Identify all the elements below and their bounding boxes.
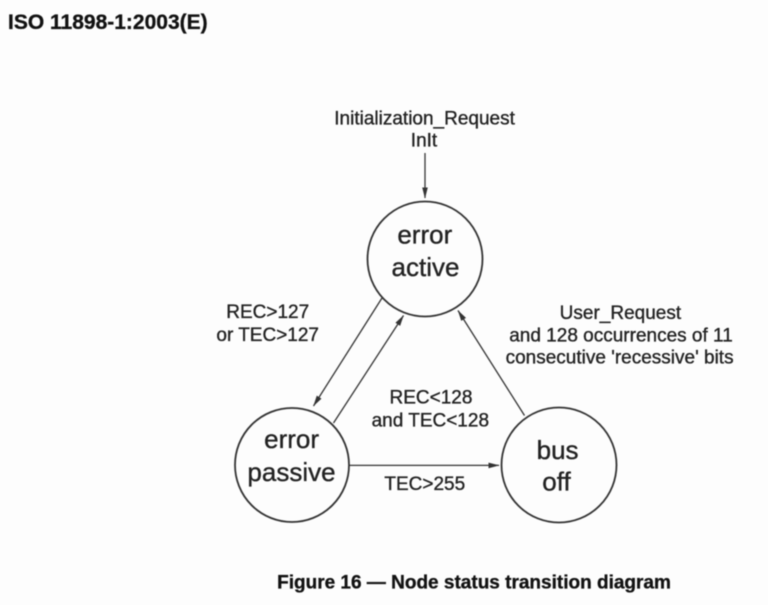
svg-text:and 128 occurrences of 11: and 128 occurrences of 11 <box>509 326 733 347</box>
svg-text:TEC>255: TEC>255 <box>384 474 465 495</box>
svg-text:and TEC<128: and TEC<128 <box>372 411 489 432</box>
svg-text:ISO 11898-1:2003(E): ISO 11898-1:2003(E) <box>8 11 208 34</box>
svg-text:or TEC>127: or TEC>127 <box>216 325 319 346</box>
svg-text:off: off <box>542 467 571 497</box>
svg-text:bus: bus <box>537 435 579 465</box>
svg-text:Figure 16 — Node status transi: Figure 16 — Node status transition diagr… <box>277 573 671 594</box>
svg-text:consecutive 'recessive' bits: consecutive 'recessive' bits <box>506 348 734 369</box>
svg-text:InIt: InIt <box>411 131 438 152</box>
svg-text:User_Request: User_Request <box>560 303 682 324</box>
svg-text:error: error <box>264 424 319 454</box>
svg-text:error: error <box>397 220 452 250</box>
svg-text:active: active <box>392 252 460 282</box>
svg-text:Initialization_Request: Initialization_Request <box>334 109 515 130</box>
svg-text:REC>127: REC>127 <box>226 302 309 323</box>
svg-text:REC<128: REC<128 <box>390 388 473 409</box>
svg-text:passive: passive <box>247 457 335 487</box>
